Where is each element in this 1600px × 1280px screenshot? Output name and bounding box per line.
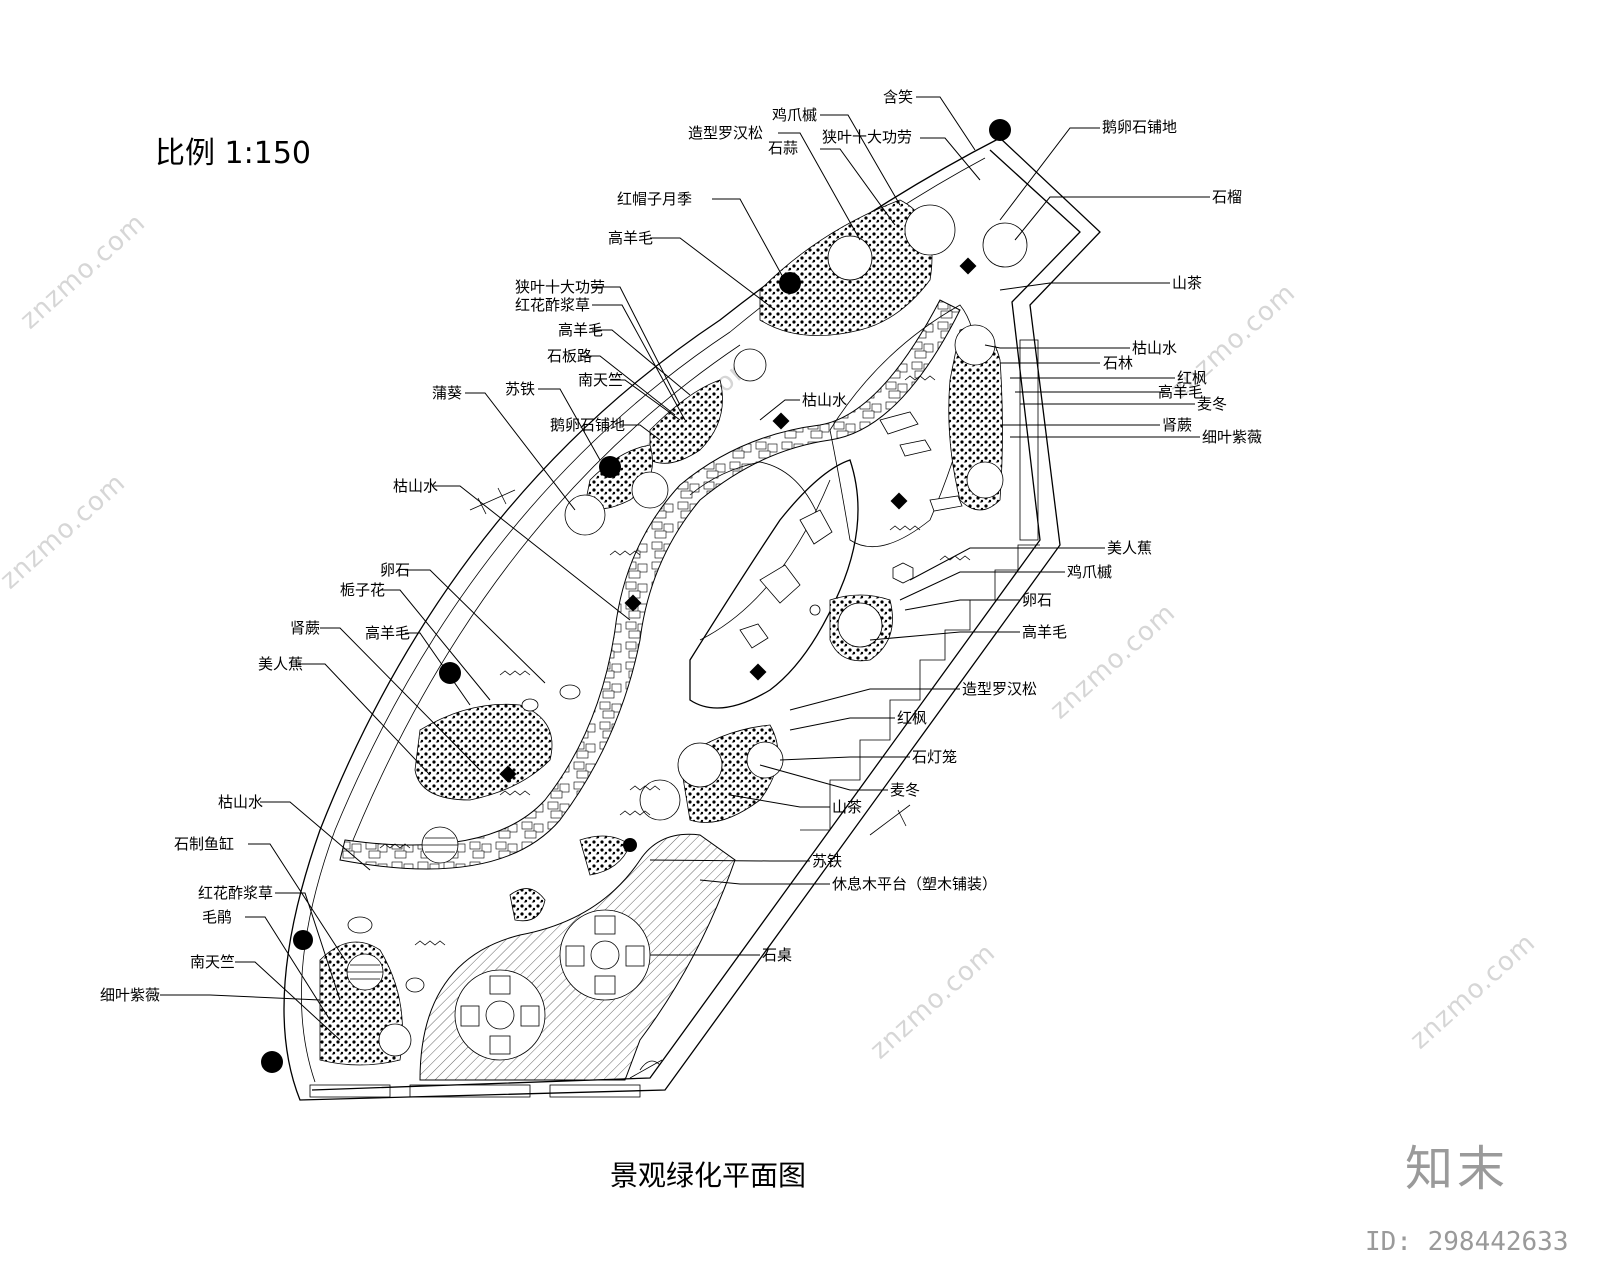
plant-label: 毛鹃 <box>202 908 232 926</box>
wooden-deck <box>419 833 736 1081</box>
plant-label: 高羊毛 <box>608 229 653 247</box>
plant-label: 石榴 <box>1212 188 1242 206</box>
stone-table <box>559 909 651 1001</box>
plant-label: 石蒜 <box>768 139 798 157</box>
stone-path <box>339 299 961 870</box>
upper-gravel-area <box>829 304 977 547</box>
watermark-text: znzmo.com <box>15 208 152 336</box>
plant-label: 麦冬 <box>890 781 920 799</box>
plant-label: 枯山水 <box>1132 339 1177 357</box>
drawing-title: 景观绿化平面图 <box>610 1159 806 1192</box>
leader-lines <box>160 96 1210 1041</box>
plant-label: 细叶紫薇 <box>100 986 160 1004</box>
plant-label: 麦冬 <box>1197 395 1227 413</box>
plant-label: 鹅卵石铺地 <box>1102 118 1177 136</box>
plant-label: 栀子花 <box>340 581 385 599</box>
black-tree-markers <box>261 119 1011 1073</box>
plant-label: 苏铁 <box>505 380 535 398</box>
plant-label: 石灯笼 <box>912 748 957 766</box>
plant-labels: 含笑 鸡爪槭 造型罗汉松 石蒜 狭叶十大功劳 鹅卵石铺地 石榴 红帽子月季 高羊… <box>100 88 1262 1004</box>
plant-label: 南天竺 <box>578 371 623 389</box>
watermark-layer: znzmo.com znzmo.com znzmo.com znzmo.com … <box>0 208 1542 1066</box>
plant-label: 苏铁 <box>812 852 842 870</box>
plant-label: 枯山水 <box>218 793 263 811</box>
plant-label: 石板路 <box>547 347 592 365</box>
plant-label: 枯山水 <box>393 477 438 495</box>
plant-label: 枯山水 <box>802 391 847 409</box>
plant-label: 南天竺 <box>190 953 235 971</box>
plant-label: 狭叶十大功劳 <box>822 128 912 146</box>
plant-label: 红花酢浆草 <box>515 296 590 314</box>
plant-label: 造型罗汉松 <box>688 124 763 142</box>
plant-label: 石林 <box>1103 354 1133 372</box>
plant-label: 高羊毛 <box>1022 623 1067 641</box>
plant-label: 卵石 <box>380 561 410 579</box>
plant-label: 石制鱼缸 <box>174 835 234 853</box>
watermark-text: znzmo.com <box>1045 598 1182 726</box>
plant-label: 高羊毛 <box>365 624 410 642</box>
plant-label: 山茶 <box>832 798 862 816</box>
plant-label: 红枫 <box>897 709 927 727</box>
specimen-trees <box>378 204 1028 1057</box>
dry-water-ripples <box>379 375 971 946</box>
watermark-text: znzmo.com <box>865 938 1002 1066</box>
plant-label: 鸡爪槭 <box>1067 563 1112 581</box>
plant-label: 卵石 <box>1022 591 1052 609</box>
brand-logo: 知末 <box>1405 1141 1509 1197</box>
stone-lanterns <box>499 257 977 783</box>
plant-label: 红帽子月季 <box>617 190 692 208</box>
plant-label: 红枫 <box>1177 369 1207 387</box>
plant-label: 鹅卵石铺地 <box>550 416 625 434</box>
stone-table <box>454 969 546 1061</box>
plant-label: 石桌 <box>762 946 792 964</box>
plant-label: 细叶紫薇 <box>1202 428 1262 446</box>
plant-label: 狭叶十大功劳 <box>515 278 605 296</box>
plant-label: 肾蕨 <box>1162 416 1192 434</box>
scale-label: 比例 1:150 <box>155 136 311 171</box>
image-id: ID: 298442633 <box>1365 1227 1569 1257</box>
plant-label: 山茶 <box>1172 274 1202 292</box>
plant-label: 高羊毛 <box>1158 383 1203 401</box>
plant-label: 含笑 <box>883 88 913 106</box>
plant-label: 高羊毛 <box>558 321 603 339</box>
plant-label: 肾蕨 <box>290 619 320 637</box>
ornament-symbols <box>347 562 914 993</box>
plant-label: 造型罗汉松 <box>962 680 1037 698</box>
watermark-text: znzmo.com <box>0 468 132 596</box>
plant-label: 美人蕉 <box>258 655 303 673</box>
plant-label: 鸡爪槭 <box>772 106 817 124</box>
watermark-text: znzmo.com <box>1405 928 1542 1056</box>
stone-fish-tanks <box>346 826 459 991</box>
plant-label: 美人蕉 <box>1107 539 1152 557</box>
plant-label: 蒲葵 <box>432 384 462 402</box>
plant-label: 休息木平台（塑木铺装） <box>832 875 997 893</box>
section-markers <box>469 487 911 1079</box>
dry-landscape-island <box>689 459 859 709</box>
plant-label: 红花酢浆草 <box>198 884 273 902</box>
